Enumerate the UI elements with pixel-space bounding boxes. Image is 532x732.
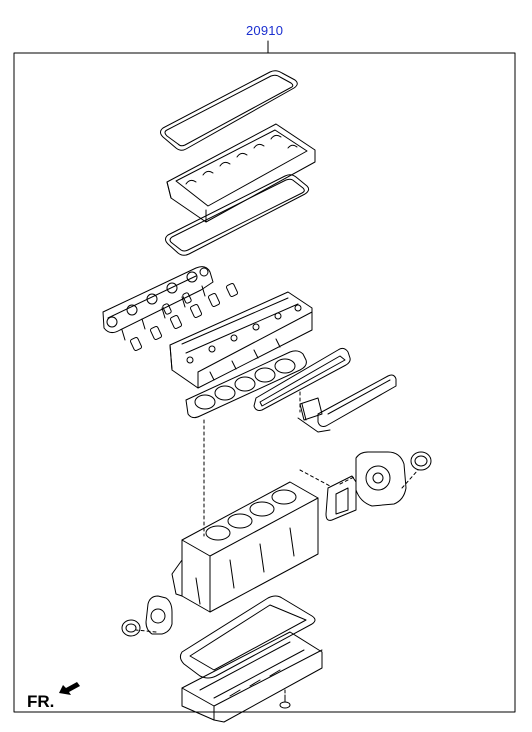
rear-oil-seal-retainer <box>145 595 173 635</box>
timing-cover-gasket <box>297 374 397 433</box>
exhaust-manifold <box>102 266 214 341</box>
oil-pan <box>181 631 323 723</box>
rocker-cover-gasket-lower <box>165 174 310 256</box>
front-direction-arrow-icon <box>59 682 80 695</box>
cylinder-block <box>171 481 319 613</box>
part-number-label: 20910 <box>246 23 284 38</box>
rear-oil-seal <box>121 619 141 637</box>
exhaust-manifold-gaskets <box>129 283 239 351</box>
alignment-leaders <box>135 391 419 701</box>
front-direction-label: FR. <box>27 692 55 711</box>
front-oil-seal <box>410 451 432 471</box>
rocker-cover-gasket-upper <box>160 70 298 151</box>
timing-gear-case <box>325 451 407 521</box>
cylinder-head <box>169 291 313 389</box>
diagram-frame <box>13 40 516 713</box>
oil-pan-gasket <box>179 595 316 679</box>
cylinder-head-gasket <box>185 350 307 419</box>
side-cover-gasket <box>253 347 351 411</box>
rocker-cover <box>166 123 316 223</box>
